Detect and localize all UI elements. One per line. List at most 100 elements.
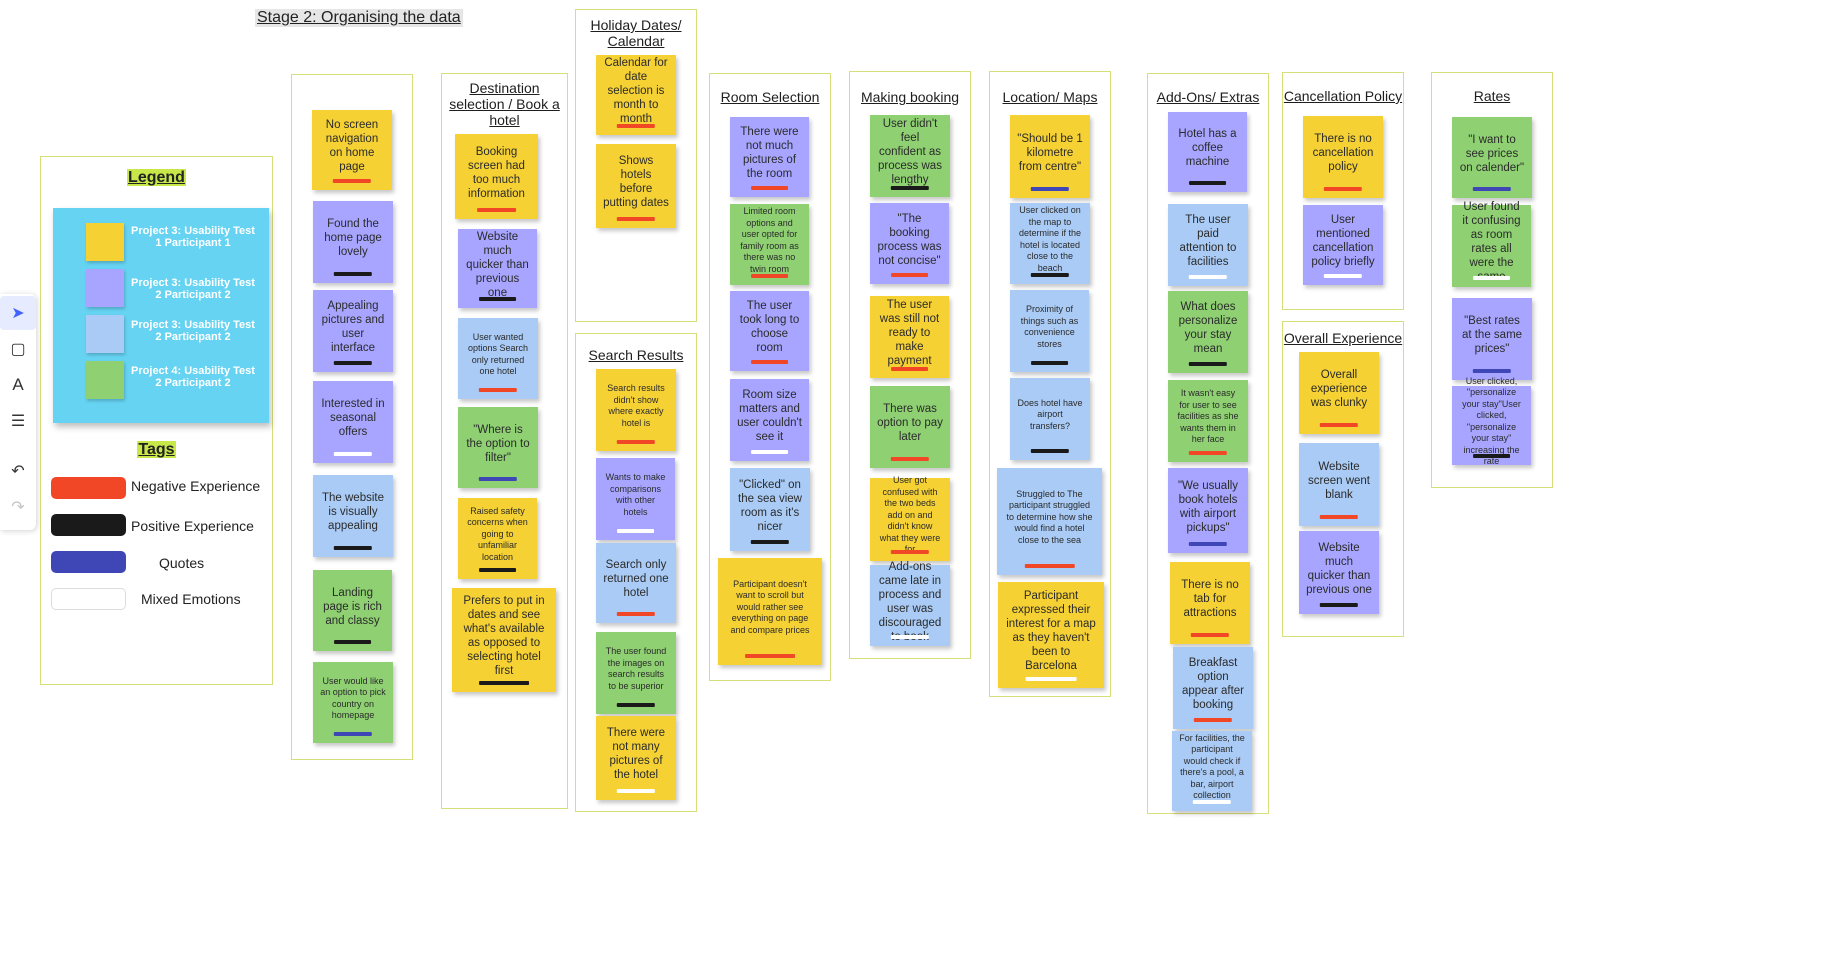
frame-title: Holiday Dates/ Calendar	[590, 17, 682, 49]
sticky-note[interactable]: There is no tab for attractions	[1170, 562, 1250, 644]
sticky-note[interactable]: User didn't feel confident as process wa…	[870, 115, 950, 197]
tag-bar-positive	[333, 272, 373, 276]
sticky-note[interactable]: Shows hotels before putting dates	[596, 144, 676, 228]
sticky-note[interactable]: Proximity of things such as convenience …	[1010, 290, 1089, 372]
sticky-note[interactable]: "Where is the option to filter"	[458, 407, 538, 488]
sticky-note-text: User would like an option to pick countr…	[320, 675, 386, 721]
sticky-note[interactable]: Breakfast option appear after booking	[1173, 647, 1253, 729]
sticky-note[interactable]: For facilities, the participant would ch…	[1172, 731, 1252, 811]
sticky-note-text: "Best rates at the same prices"	[1461, 315, 1523, 355]
sticky-note[interactable]: Participant doesn't want to scroll but w…	[718, 558, 822, 665]
legend-label: Project 4: Usability Test 2 Participant …	[131, 365, 255, 389]
sticky-note[interactable]: Website much quicker than previous one	[1299, 531, 1379, 614]
sticky-note[interactable]: Does hotel have airport transfers?	[1010, 378, 1090, 460]
sticky-note-text: "We usually book hotels with airport pic…	[1177, 479, 1239, 534]
sticky-note-text: Shows hotels before putting dates	[603, 155, 669, 209]
sticky-note[interactable]: The website is visually appealing	[313, 475, 393, 557]
tag-bar-negative	[616, 612, 656, 616]
sticky-note[interactable]: Found the home page lovely	[313, 201, 393, 283]
sticky-note[interactable]: Booking screen had too much information	[455, 134, 538, 219]
sticky-note[interactable]: Room size matters and user couldn't see …	[730, 379, 809, 461]
sticky-note[interactable]: Appealing pictures and user interface	[313, 290, 393, 372]
sticky-note[interactable]: User got confused with the two beds add …	[870, 475, 950, 561]
sticky-note[interactable]: Search results didn't show where exactly…	[596, 369, 676, 451]
sticky-note[interactable]: What does personalize your stay mean	[1168, 291, 1248, 373]
sticky-note[interactable]: The user was still not ready to make pay…	[870, 296, 949, 378]
sticky-note-text: It wasn't easy for user to see facilitie…	[1177, 388, 1239, 445]
sticky-note[interactable]: User mentioned cancellation policy brief…	[1303, 205, 1383, 285]
tag-bar-negative	[1193, 718, 1233, 722]
sticky-note[interactable]: User found it confusing as room rates al…	[1452, 201, 1531, 287]
tag-label-positive: Positive Experience	[131, 518, 254, 534]
sticky-note-text: Does hotel have airport transfers?	[1017, 397, 1083, 431]
sticky-note[interactable]: Interested in seasonal offers	[313, 381, 393, 463]
sticky-note[interactable]: "Clicked" on the sea view room as it's n…	[730, 468, 810, 551]
sticky-note-text: "The booking process was not concise"	[877, 212, 942, 267]
sticky-note-text: Proximity of things such as convenience …	[1020, 304, 1079, 349]
sticky-note[interactable]: Hotel has a coffee machine	[1168, 112, 1247, 192]
redo-icon[interactable]: ↷	[11, 499, 25, 516]
comment-tool-icon[interactable]: ☰	[10, 413, 26, 430]
sticky-note[interactable]: Search only returned one hotel	[596, 543, 676, 623]
tag-bar-negative	[750, 360, 789, 364]
sticky-note-text: The user was still not ready to make pay…	[879, 299, 940, 367]
sticky-note[interactable]: The user took long to choose room	[730, 291, 809, 371]
tag-label-quotes: Quotes	[159, 555, 205, 571]
sticky-note[interactable]: "Best rates at the same prices"	[1452, 298, 1532, 380]
sticky-note[interactable]: There was option to pay later	[870, 386, 950, 468]
sticky-note[interactable]: No screen navigation on home page	[312, 110, 392, 190]
sticky-note[interactable]: Add-ons came late in process and user wa…	[870, 561, 950, 646]
tag-bar-positive	[1030, 273, 1070, 277]
sticky-note-text: The website is visually appealing	[321, 492, 384, 532]
sticky-note-text: Search only returned one hotel	[603, 559, 669, 599]
pen-tool-icon[interactable]: A	[12, 375, 24, 394]
legend-label: Project 3: Usability Test 2 Participant …	[131, 277, 255, 301]
sticky-note[interactable]: Website screen went blank	[1299, 443, 1379, 526]
sticky-note-text: Wants to make comparisons with other hot…	[605, 472, 666, 517]
sticky-note[interactable]: Landing page is rich and classy	[313, 570, 392, 651]
sticky-note[interactable]: There is no cancellation policy	[1303, 116, 1383, 198]
sticky-note-text: There were not many pictures of the hote…	[606, 727, 666, 781]
sticky-note[interactable]: It wasn't easy for user to see facilitie…	[1168, 380, 1248, 462]
sticky-note[interactable]: User clicked on the map to determine if …	[1010, 203, 1090, 284]
sticky-note[interactable]: Prefers to put in dates and see what's a…	[452, 588, 556, 692]
sticky-note[interactable]: Calendar for date selection is month to …	[596, 55, 676, 135]
sticky-note[interactable]: User clicked, "personalize your stay"Use…	[1452, 376, 1531, 466]
sticky-note-tool-icon[interactable]: ▢	[10, 341, 26, 358]
sticky-note-text: Struggled to The participant struggled t…	[1006, 488, 1093, 545]
select-tool-icon[interactable]: ➤	[0, 296, 36, 330]
legend-frame[interactable]: Legend Project 3: Usability Test 1 Parti…	[40, 156, 273, 685]
legend-swatch-green	[86, 361, 124, 399]
tag-bar-positive	[333, 546, 373, 550]
sticky-note[interactable]: Participant expressed their interest for…	[998, 582, 1104, 688]
sticky-note[interactable]: Overall experience was clunky	[1299, 352, 1379, 434]
sticky-note-text: Overall experience was clunky	[1310, 369, 1368, 409]
sticky-note[interactable]: "Should be 1 kilometre from centre"	[1010, 115, 1090, 198]
tag-bar-mixed	[890, 635, 930, 639]
sticky-note[interactable]: Wants to make comparisons with other hot…	[596, 458, 675, 540]
sticky-note[interactable]: User would like an option to pick countr…	[313, 662, 393, 743]
tag-bar-negative	[890, 367, 929, 371]
sticky-note[interactable]: Struggled to The participant struggled t…	[997, 468, 1102, 575]
sticky-note[interactable]: There were not many pictures of the hote…	[596, 716, 676, 800]
sticky-note[interactable]: "We usually book hotels with airport pic…	[1168, 468, 1248, 553]
tag-bar-negative	[890, 550, 930, 554]
sticky-note[interactable]: There were not much pictures of the room	[730, 117, 809, 197]
tag-bar-mixed	[616, 789, 656, 793]
tag-bar-negative	[478, 388, 518, 392]
sticky-note-text: There was option to pay later	[877, 403, 943, 443]
sticky-note-text: User wanted options Search only returned…	[467, 331, 529, 377]
tag-bar-negative	[616, 440, 656, 444]
sticky-note[interactable]: Raised safety concerns when going to unf…	[458, 498, 537, 579]
sticky-note[interactable]: The user paid attention to facilities	[1168, 204, 1248, 286]
sticky-note[interactable]: The user found the images on search resu…	[596, 632, 676, 714]
sticky-note[interactable]: "The booking process was not concise"	[870, 203, 949, 284]
sticky-note[interactable]: Website much quicker than previous one	[458, 229, 537, 308]
sticky-note-text: Interested in seasonal offers	[321, 398, 385, 438]
sticky-note[interactable]: User wanted options Search only returned…	[458, 318, 538, 399]
sticky-note[interactable]: Limited room options and user opted for …	[730, 204, 809, 285]
tag-bar-quote	[333, 732, 373, 736]
sticky-note[interactable]: "I want to see prices on calender"	[1452, 117, 1532, 198]
undo-icon[interactable]: ↶	[11, 463, 25, 480]
